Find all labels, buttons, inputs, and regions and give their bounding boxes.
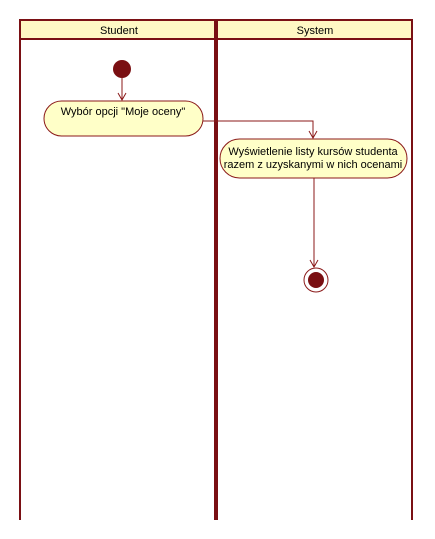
action-display-courses-line2: razem z uzyskanymi w nich ocenami	[224, 159, 403, 171]
action-display-courses-line1: Wyświetlenie listy kursów studenta	[228, 146, 398, 158]
initial-node	[113, 60, 131, 78]
final-node	[303, 267, 329, 293]
action-select-grades	[43, 100, 204, 137]
lane-title-system: System	[297, 25, 334, 37]
action-select-grades-label: Wybór opcji "Moje oceny"	[61, 106, 186, 118]
flow-initial-to-select	[117, 78, 127, 102]
flow-select-to-display	[203, 120, 318, 140]
flow-display-to-final	[309, 178, 319, 269]
lane-title-student: Student	[100, 25, 138, 37]
